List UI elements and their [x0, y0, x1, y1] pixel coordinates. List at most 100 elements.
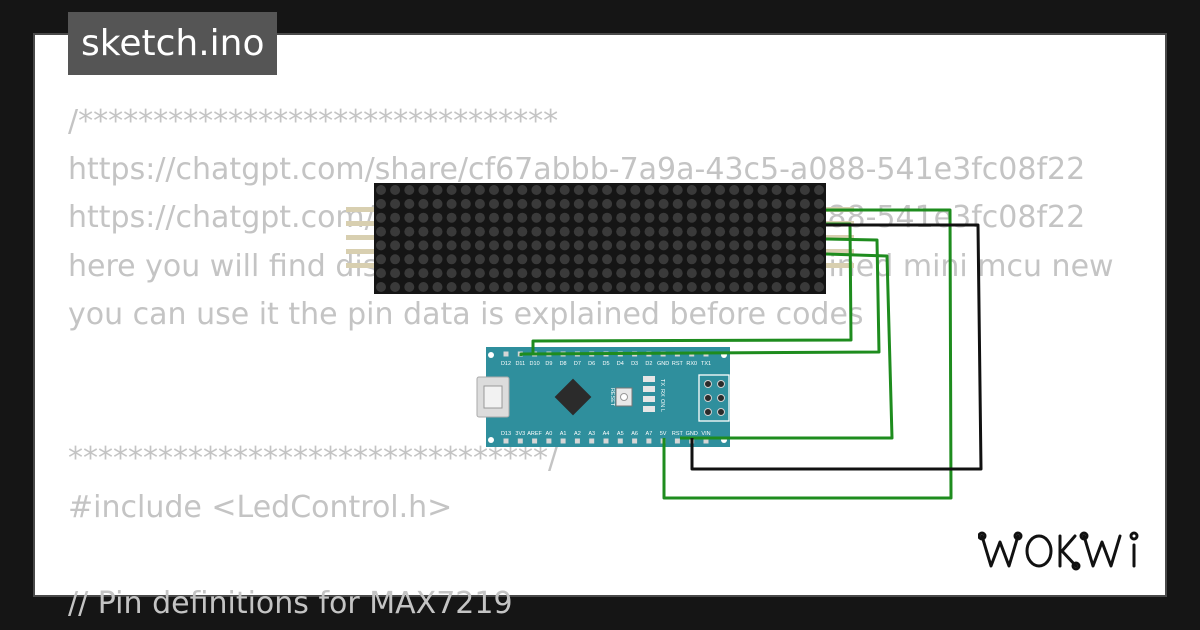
led-dot — [390, 282, 401, 292]
led-dot — [545, 198, 556, 209]
led-dot — [771, 240, 782, 251]
led-dot — [785, 268, 796, 279]
header-pin[interactable] — [632, 438, 638, 444]
mcu-chip — [554, 378, 592, 416]
pin-label: A2 — [574, 431, 581, 437]
led-dot — [573, 268, 584, 279]
led-dot — [432, 226, 443, 237]
led-dot — [376, 254, 386, 265]
led-dot — [743, 282, 754, 292]
led-dot — [517, 185, 528, 195]
led-dot — [658, 185, 669, 195]
header-pin[interactable] — [503, 438, 509, 444]
led-matrix-body — [374, 183, 826, 294]
led-dot — [701, 212, 711, 223]
header-pin[interactable] — [560, 438, 566, 444]
led-dot — [729, 212, 740, 223]
led-dot — [474, 226, 485, 237]
led-dot — [531, 282, 542, 292]
wires[interactable] — [519, 208, 983, 500]
header-pin[interactable] — [603, 438, 609, 444]
led-dot — [785, 198, 796, 209]
led-dot — [630, 268, 641, 279]
led-dot — [630, 226, 641, 237]
led-dot — [545, 226, 556, 237]
led-dot — [757, 198, 768, 209]
pin-label: D4 — [617, 361, 624, 367]
led-dot — [658, 240, 669, 251]
pin-label: A5 — [617, 431, 624, 437]
led-dot — [517, 226, 528, 237]
l-label: L — [659, 409, 665, 412]
led-dot — [517, 212, 528, 223]
code-line: /******************************** — [68, 104, 559, 139]
header-pin[interactable] — [517, 438, 523, 444]
led-dot — [587, 212, 598, 223]
led-dot — [644, 198, 655, 209]
led-dot — [517, 282, 528, 292]
pin-label: RST — [672, 361, 684, 367]
led-dot — [587, 268, 598, 279]
header-pin[interactable] — [574, 438, 580, 444]
header-pin[interactable] — [646, 438, 652, 444]
led-dot — [701, 185, 711, 195]
led-dot — [799, 226, 810, 237]
led-dot — [757, 240, 768, 251]
led-dot — [517, 240, 528, 251]
led-dot — [418, 240, 429, 251]
led-dot — [630, 254, 641, 265]
wire-green[interactable] — [519, 237, 881, 356]
led-dot — [686, 254, 697, 265]
pin-label: A0 — [546, 431, 553, 437]
header-pin[interactable] — [703, 438, 709, 444]
led-dot — [517, 254, 528, 265]
led-dot — [559, 240, 570, 251]
wire-black[interactable] — [690, 223, 983, 471]
led-dot — [503, 226, 514, 237]
led-dot — [672, 226, 683, 237]
led-dot — [616, 185, 627, 195]
led-dot — [446, 254, 457, 265]
led-dot — [715, 282, 726, 292]
tx-led — [643, 376, 655, 382]
reset-label: RESET — [609, 388, 615, 407]
led-dot — [658, 198, 669, 209]
led-dot — [390, 268, 401, 279]
code-line: #include <LedControl.h> — [68, 489, 453, 525]
led-dot — [686, 226, 697, 237]
led-dot — [814, 226, 824, 237]
header-pin[interactable] — [589, 438, 595, 444]
rx-label: RX — [659, 389, 665, 397]
led-dot — [446, 198, 457, 209]
led-dot — [715, 198, 726, 209]
header-pin[interactable] — [532, 438, 538, 444]
led-dot — [743, 198, 754, 209]
nano-board — [486, 347, 730, 447]
header-pin[interactable] — [503, 351, 509, 357]
pin-label: D9 — [545, 361, 552, 367]
led-dot — [799, 282, 810, 292]
led-dot — [757, 212, 768, 223]
led-dot — [757, 268, 768, 279]
led-matrix[interactable] — [374, 183, 826, 294]
wire-green[interactable] — [662, 208, 953, 500]
led-dot — [446, 268, 457, 279]
led-dot — [432, 282, 443, 292]
led-dot — [602, 268, 613, 279]
led-dot — [587, 185, 598, 195]
led-dot — [559, 282, 570, 292]
led-dot — [376, 185, 386, 195]
led-dot — [757, 226, 768, 237]
led-dot — [531, 240, 542, 251]
wire-green[interactable] — [680, 252, 894, 440]
led-dot — [376, 268, 386, 279]
header-pin[interactable] — [546, 438, 552, 444]
led-dot — [489, 185, 499, 195]
pin-label: D7 — [574, 361, 581, 367]
header-pin[interactable] — [617, 438, 623, 444]
header-pin[interactable] — [674, 438, 680, 444]
led-dot — [771, 282, 782, 292]
led-dot — [460, 226, 471, 237]
